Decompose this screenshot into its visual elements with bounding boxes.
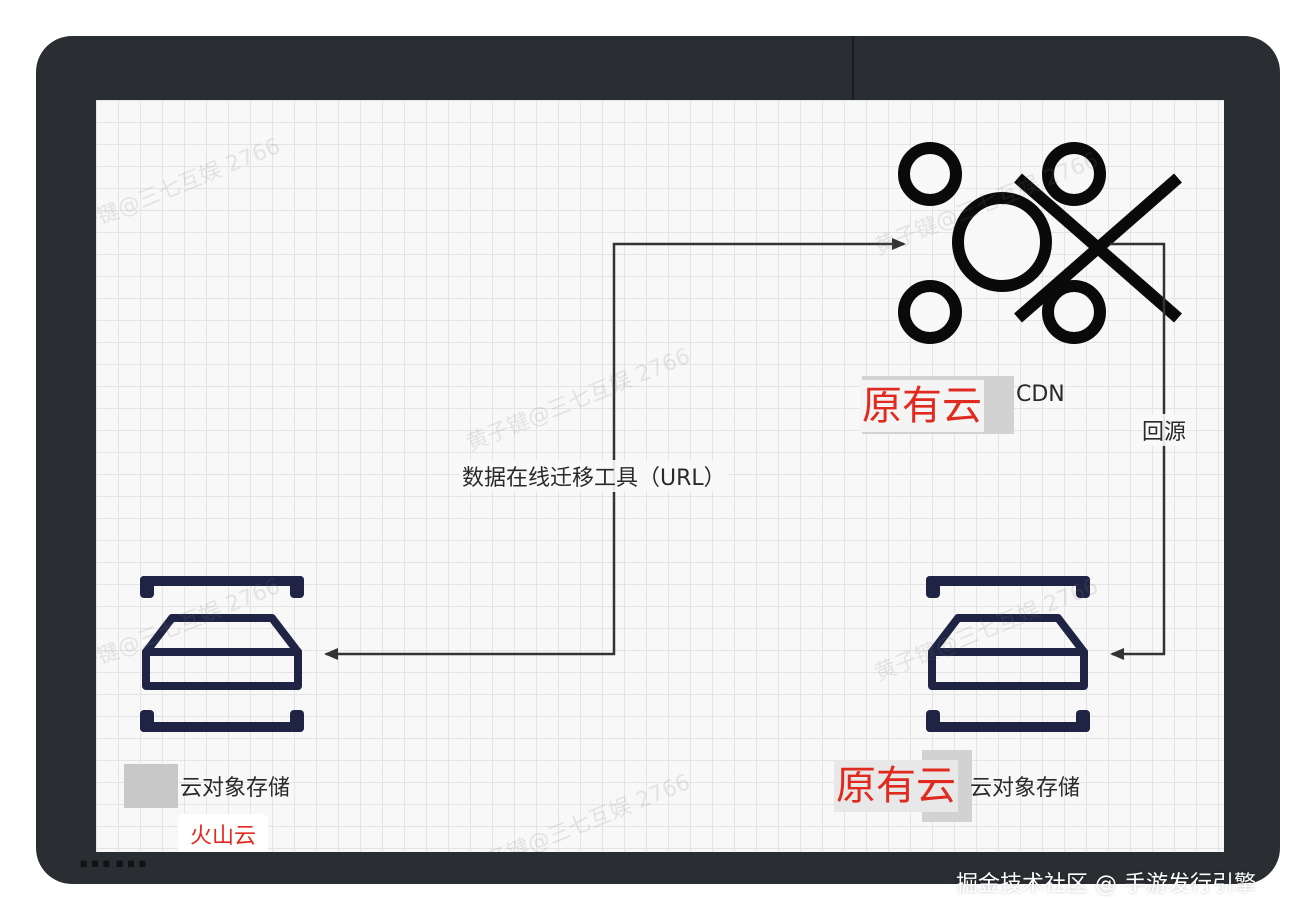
back-to-origin-arrow <box>1110 242 1166 660</box>
diagram-canvas: 黄子键@三七互娱 2766 黄子键@三七互娱 2766 黄子键@三七互娱 276… <box>96 100 1224 852</box>
footer-credit: 掘金技术社区 @ 手游发行引擎 <box>956 872 1256 897</box>
migration-tool-label: 数据在线迁移工具（URL） <box>460 460 728 492</box>
cdn-provider-annotation: 原有云 <box>860 380 984 432</box>
source-storage-label: 云对象存储 <box>180 776 291 801</box>
redaction-box <box>124 764 178 808</box>
diagram-svg <box>140 142 1182 732</box>
cdn-label: CDN <box>1016 382 1065 407</box>
destination-provider-annotation: 原有云 <box>834 760 958 812</box>
source-storage-icon <box>140 576 304 732</box>
frame-divider <box>852 36 854 100</box>
destination-storage-label: 云对象存储 <box>970 776 1081 801</box>
source-provider-annotation: 火山云 <box>178 814 269 852</box>
migration-arrow-to-source <box>324 570 616 660</box>
destination-storage-icon <box>926 576 1090 732</box>
cdn-icon <box>898 142 1182 344</box>
back-to-origin-label: 回源 <box>1142 414 1187 446</box>
